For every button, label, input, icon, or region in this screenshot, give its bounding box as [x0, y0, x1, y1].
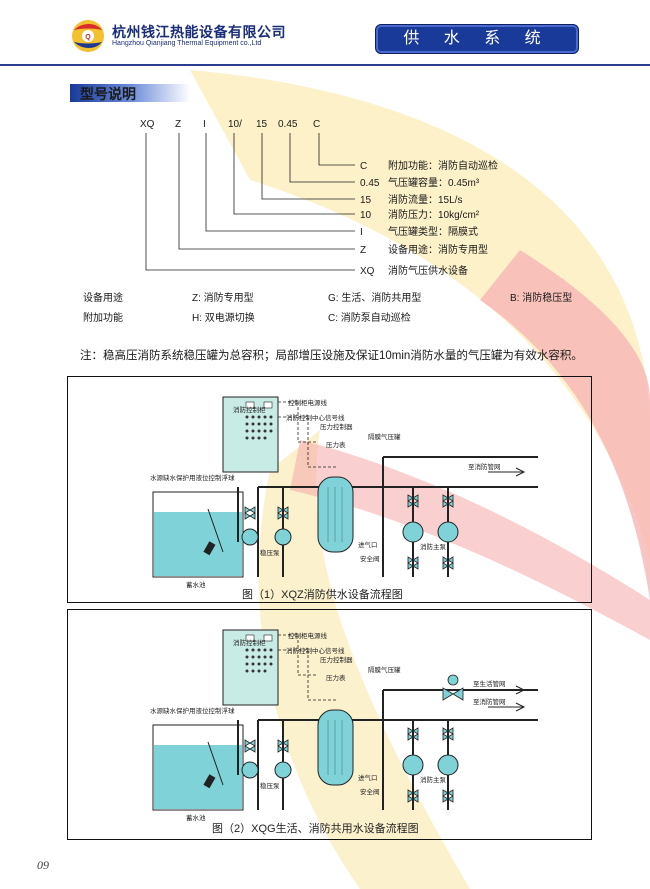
life-valve-icon [447, 674, 459, 686]
row-desc-volume: 气压罐容量：0.45m³ [388, 176, 480, 189]
pool-water [154, 512, 242, 576]
row-code-i: I [360, 227, 363, 238]
code-xq: XQ [140, 119, 155, 130]
pool-water [154, 745, 242, 809]
diagram-2-flowchart: 消防控制柜 控制柜电源线 消防控制中心信号线 压力控制器 压力表 隔膜气压罐 至… [150, 629, 538, 822]
stab-pump-1 [241, 528, 259, 546]
code-i: I [203, 119, 206, 130]
usage-label: 设备用途 [83, 293, 123, 304]
svg-text:至生活管网: 至生活管网 [473, 679, 506, 688]
svg-text:压力表: 压力表 [326, 673, 346, 682]
outlet-arrow-icon [488, 467, 526, 477]
section-title: 型号说明 [80, 86, 136, 102]
svg-text:进气口: 进气口 [358, 540, 378, 549]
svg-text:稳压泵: 稳压泵 [260, 781, 280, 790]
float-ball [203, 774, 216, 789]
row-code-volume: 0.45 [360, 178, 380, 189]
svg-text:Q: Q [85, 34, 91, 41]
svg-text:消防主泵: 消防主泵 [420, 775, 447, 784]
row-code-pressure: 10 [360, 210, 372, 221]
outlet-life-arrow-icon [488, 685, 526, 695]
svg-text:水源缺水保护用液位控制浮球: 水源缺水保护用液位控制浮球 [150, 706, 235, 715]
svg-text:控制柜电源线: 控制柜电源线 [288, 398, 328, 407]
row-desc-pressure: 消防压力：10kg/cm² [388, 208, 480, 221]
code-flow: 15 [256, 119, 268, 130]
svg-text:压力控制器: 压力控制器 [320, 655, 353, 664]
cabinet-indicators [245, 415, 273, 440]
stab-pump-2 [274, 528, 292, 546]
page-number: 09 [37, 858, 49, 872]
model-code-diagram: XQ Z I 10/ 15 0.45 C C 附加功能：消防自动巡检 0.45 … [140, 119, 498, 277]
main-pump-2 [437, 754, 459, 776]
diagram-1-caption: 图（1）XQZ消防供水设备流程图 [242, 589, 403, 601]
diagram-2-frame [67, 609, 592, 840]
row-desc-i: 气压罐类型：隔膜式 [388, 225, 478, 238]
row-code-xq: XQ [360, 266, 375, 277]
usage-item-b: B: 消防稳压型 [510, 293, 573, 304]
stab-pump-2 [274, 761, 292, 779]
addon-label: 附加功能 [83, 313, 123, 324]
section-title-bar [70, 84, 190, 102]
control-cabinet [222, 629, 279, 706]
main-pump-1 [402, 521, 424, 543]
addon-item-c: C: 消防泵自动巡检 [328, 313, 411, 324]
svg-text:消防主泵: 消防主泵 [420, 542, 447, 551]
code-volume: 0.45 [278, 119, 298, 130]
svg-text:稳压泵: 稳压泵 [260, 548, 280, 557]
svg-text:水源缺水保护用液位控制浮球: 水源缺水保护用液位控制浮球 [150, 473, 235, 482]
main-pump-1 [402, 754, 424, 776]
usage-item-g: G: 生活、消防共用型 [328, 293, 422, 304]
cabinet-indicators [245, 648, 273, 673]
diagram-2-caption: 图（2）XQG生活、消防共用水设备流程图 [212, 823, 419, 835]
company-name-cn: 杭州钱江热能设备有限公司 [112, 24, 286, 40]
diagram-1-flowchart: 消防控制柜 控制柜电源线 消防控制中心信号线 压力控制器 压力表 隔膜气压罐 至… [150, 396, 538, 589]
svg-text:消防控制柜: 消防控制柜 [233, 638, 266, 647]
diagram-1-frame [67, 376, 592, 603]
row-code-flow: 15 [360, 195, 372, 206]
svg-text:压力控制器: 压力控制器 [320, 422, 353, 431]
svg-text:安全阀: 安全阀 [360, 554, 380, 563]
svg-text:消防控制中心信号线: 消防控制中心信号线 [286, 646, 345, 655]
float-arm [207, 508, 224, 553]
company-name-en: Hangzhou Qianjiang Thermal Equipment co.… [112, 40, 262, 47]
header-divider [0, 64, 650, 66]
float-ball [203, 541, 216, 556]
svg-text:蓄水池: 蓄水池 [186, 580, 206, 589]
svg-text:控制柜电源线: 控制柜电源线 [288, 631, 328, 640]
svg-text:隔膜气压罐: 隔膜气压罐 [368, 432, 401, 441]
system-title: 供 水 系 统 [403, 30, 551, 47]
svg-text:蓄水池: 蓄水池 [186, 813, 206, 822]
code-pressure: 10/ [228, 119, 242, 130]
svg-text:至消防管网: 至消防管网 [473, 697, 506, 706]
row-desc-flow: 消防流量：15L/s [388, 193, 462, 206]
svg-text:安全阀: 安全阀 [360, 787, 380, 796]
row-code-z: Z [360, 245, 366, 256]
row-code-c: C [360, 161, 367, 172]
stab-pump-1 [241, 761, 259, 779]
code-z: Z [175, 119, 181, 130]
footnote: 注：稳高压消防系统稳压罐为总容积；局部增压设施及保证10min消防水量的气压罐为… [80, 350, 583, 362]
system-title-badge: 供 水 系 统 [375, 24, 579, 54]
svg-text:进气口: 进气口 [358, 773, 378, 782]
usage-item-z: Z: 消防专用型 [192, 293, 254, 304]
control-cabinet [222, 396, 279, 473]
row-desc-z: 设备用途：消防专用型 [388, 243, 488, 256]
svg-text:消防控制中心信号线: 消防控制中心信号线 [286, 413, 345, 422]
addon-item-h: H: 双电源切换 [192, 313, 255, 324]
outlet-fire-arrow-icon [488, 702, 526, 712]
code-c: C [313, 119, 320, 130]
row-desc-xq: 消防气压供水设备 [388, 264, 468, 277]
row-desc-c: 附加功能：消防自动巡检 [388, 159, 498, 172]
cabinet-label: 消防控制柜 [233, 405, 266, 414]
svg-text:至消防管网: 至消防管网 [468, 462, 501, 471]
company-logo: Q [72, 20, 104, 52]
svg-text:隔膜气压罐: 隔膜气压罐 [368, 665, 401, 674]
main-pump-2 [437, 521, 459, 543]
svg-text:压力表: 压力表 [326, 440, 346, 449]
